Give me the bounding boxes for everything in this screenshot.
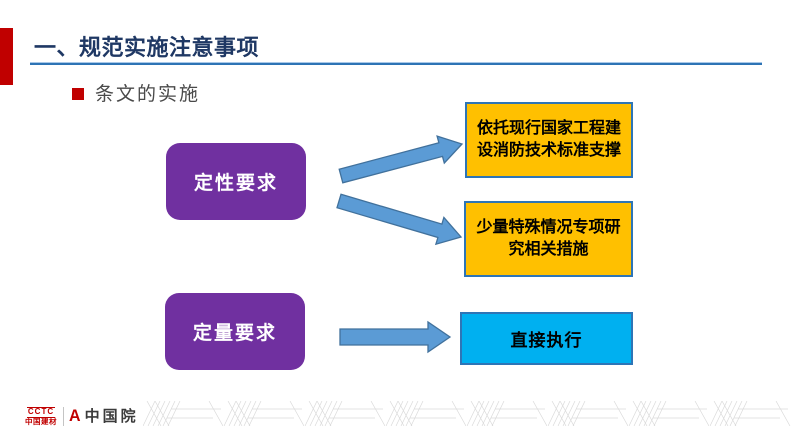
footer-divider [63, 407, 64, 426]
node-standard-support-label: 依托现行国家工程建设消防技术标准支撑 [476, 119, 621, 159]
bullet-square-icon [72, 88, 84, 100]
cadg-name: 中国院 [84, 408, 139, 425]
title-underline [30, 63, 762, 65]
node-quantitative: 定量要求 [165, 293, 305, 370]
watermark-hatch-pattern [143, 401, 791, 426]
node-direct-execute-label: 直接执行 [510, 331, 583, 350]
arrow-up-right-icon [338, 135, 464, 184]
bullet-label: 条文的实施 [95, 84, 201, 105]
page-title: 一、规范实施注意事项 [34, 35, 260, 60]
node-direct-execute: 直接执行 [460, 312, 633, 365]
arrow-right-icon [339, 320, 452, 354]
node-special-research: 少量特殊情况专项研究相关措施 [464, 201, 633, 277]
arrow-down-right-icon [336, 193, 463, 246]
node-qualitative: 定性要求 [166, 143, 306, 220]
cctc-logo-subtext: 中国建材 [25, 416, 57, 426]
node-qualitative-label: 定性要求 [193, 173, 278, 194]
footer-brand: CCTC 中国建材 A 中国院 [25, 407, 139, 426]
title-accent-bar [0, 28, 13, 85]
cadg-triangle-logo-icon: A [69, 407, 81, 425]
cctc-logo-text: CCTC [26, 407, 56, 418]
node-standard-support: 依托现行国家工程建设消防技术标准支撑 [465, 102, 633, 178]
node-special-research-label: 少量特殊情况专项研究相关措施 [476, 218, 621, 258]
node-quantitative-label: 定量要求 [192, 323, 277, 344]
cctc-logo: CCTC 中国建材 [25, 407, 57, 425]
section-bullet: 条文的实施 [72, 84, 200, 104]
